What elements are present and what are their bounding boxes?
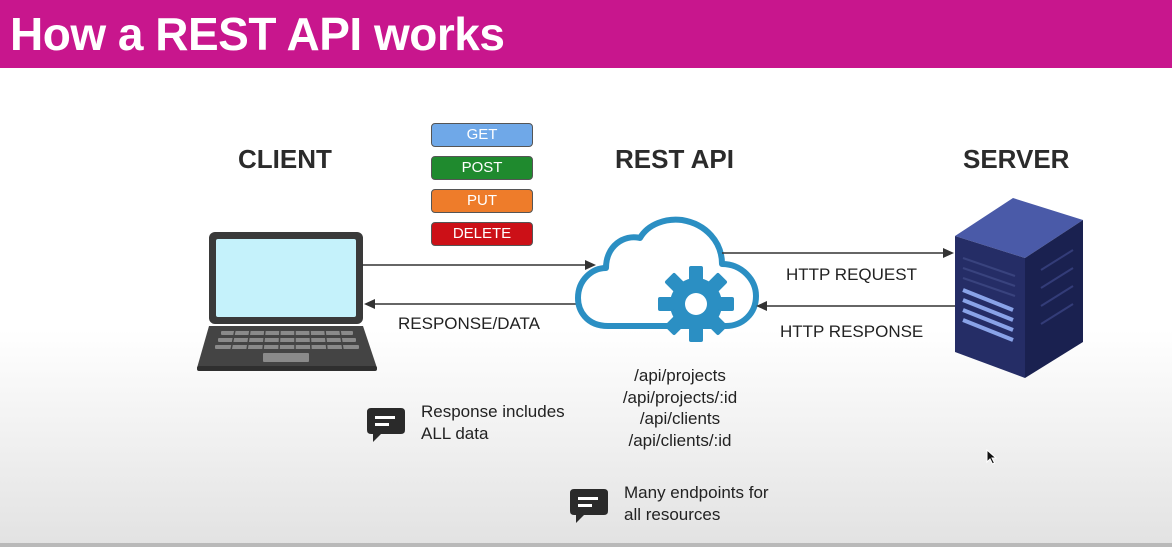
endpoints-list: /api/projects /api/projects/:id /api/cli…: [590, 365, 770, 451]
note-many-endpoints: Many endpoints for all resources: [624, 482, 769, 526]
endpoint-item: /api/projects/:id: [622, 387, 738, 407]
response-data-label: RESPONSE/DATA: [398, 314, 541, 333]
endpoint-item: /api/projects: [634, 366, 726, 385]
page-title: How a REST API works: [10, 8, 505, 60]
note-line: Response includes: [421, 402, 565, 421]
title-banner: How a REST API works: [0, 0, 1172, 68]
note-line: Many endpoints for: [624, 483, 769, 502]
client-heading: CLIENT: [238, 144, 332, 174]
note-line: ALL data: [421, 424, 489, 443]
note-response-all-data: Response includes ALL data: [421, 401, 565, 445]
rest-api-heading: REST API: [615, 144, 734, 174]
method-get-badge: GET: [431, 123, 533, 147]
http-request-arrow: [722, 248, 954, 258]
response-data-arrow: [364, 299, 582, 309]
http-response-arrow: [756, 301, 958, 311]
bottom-edge: [0, 543, 1172, 547]
method-put-badge: PUT: [431, 189, 533, 213]
method-post-badge: POST: [431, 156, 533, 180]
chat-icon: [367, 408, 405, 442]
cloud-gear-icon: [575, 216, 759, 342]
chat-icon: [570, 489, 608, 523]
endpoint-item: /api/clients: [639, 409, 721, 428]
request-arrow: [362, 260, 596, 270]
note-line: all resources: [624, 505, 721, 524]
laptop-icon: [197, 232, 377, 371]
endpoint-item: /api/clients/:id: [628, 430, 732, 450]
mouse-cursor-icon: [986, 448, 998, 465]
http-request-label: HTTP REQUEST: [786, 265, 917, 284]
server-heading: SERVER: [963, 144, 1070, 174]
method-delete-badge: DELETE: [431, 222, 533, 246]
server-icon: [955, 198, 1083, 378]
http-response-label: HTTP RESPONSE: [780, 322, 924, 341]
